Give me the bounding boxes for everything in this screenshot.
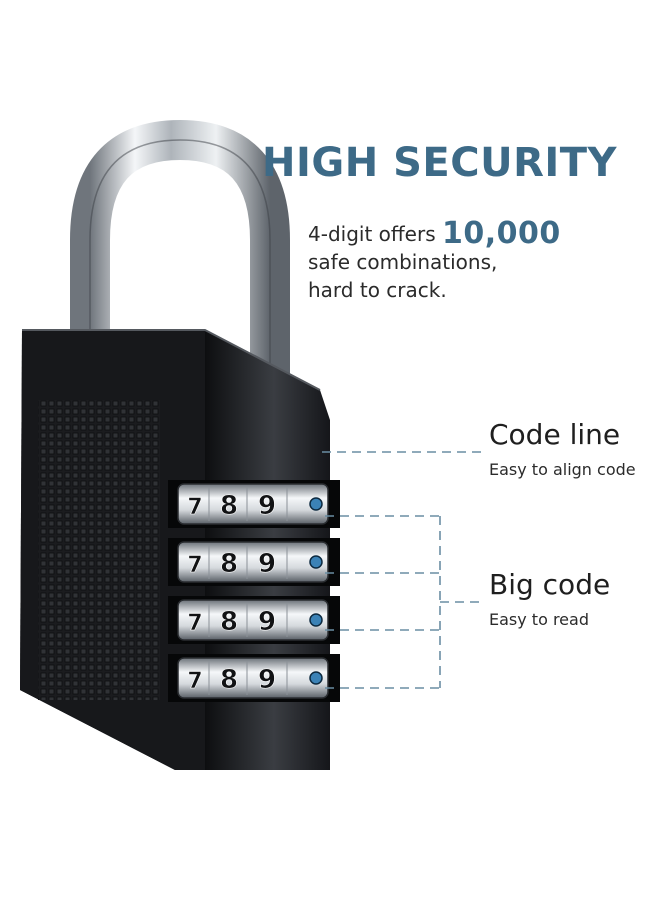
description-line-3: hard to crack. <box>308 278 447 302</box>
big-code-title: Big code <box>489 568 611 601</box>
indicator-dot <box>309 671 323 685</box>
code-line-title: Code line <box>489 418 621 451</box>
dial-digit: 7 <box>187 669 202 694</box>
dial-digit: 8 <box>220 491 238 521</box>
dial-digit: 8 <box>220 665 238 695</box>
indicator-dot <box>309 555 323 569</box>
description: 4-digit offers 10,000 safe combinations,… <box>308 218 653 304</box>
description-line-2: safe combinations, <box>308 250 498 274</box>
dial-digit: 9 <box>258 607 276 637</box>
indicator-dot <box>309 613 323 627</box>
dial-digit: 9 <box>258 665 276 695</box>
big-code-subtitle: Easy to read <box>489 610 589 629</box>
dial-digit: 7 <box>187 553 202 578</box>
combination-count: 10,000 <box>441 216 561 251</box>
dial-digit: 7 <box>187 611 202 636</box>
dial-digit: 8 <box>220 549 238 579</box>
indicator-dot <box>309 497 323 511</box>
dial-digit: 8 <box>220 607 238 637</box>
grip-texture <box>38 400 160 700</box>
dial-digit: 9 <box>258 549 276 579</box>
code-line-subtitle: Easy to align code <box>489 460 636 479</box>
combination-prefix: 4-digit offers <box>308 222 436 246</box>
dial-digit: 9 <box>258 491 276 521</box>
big-code-bracket <box>325 515 485 689</box>
headline: HIGH SECURITY <box>262 140 617 186</box>
dial-digit: 7 <box>187 495 202 520</box>
description-line-1: 4-digit offers 10,000 <box>308 216 653 251</box>
